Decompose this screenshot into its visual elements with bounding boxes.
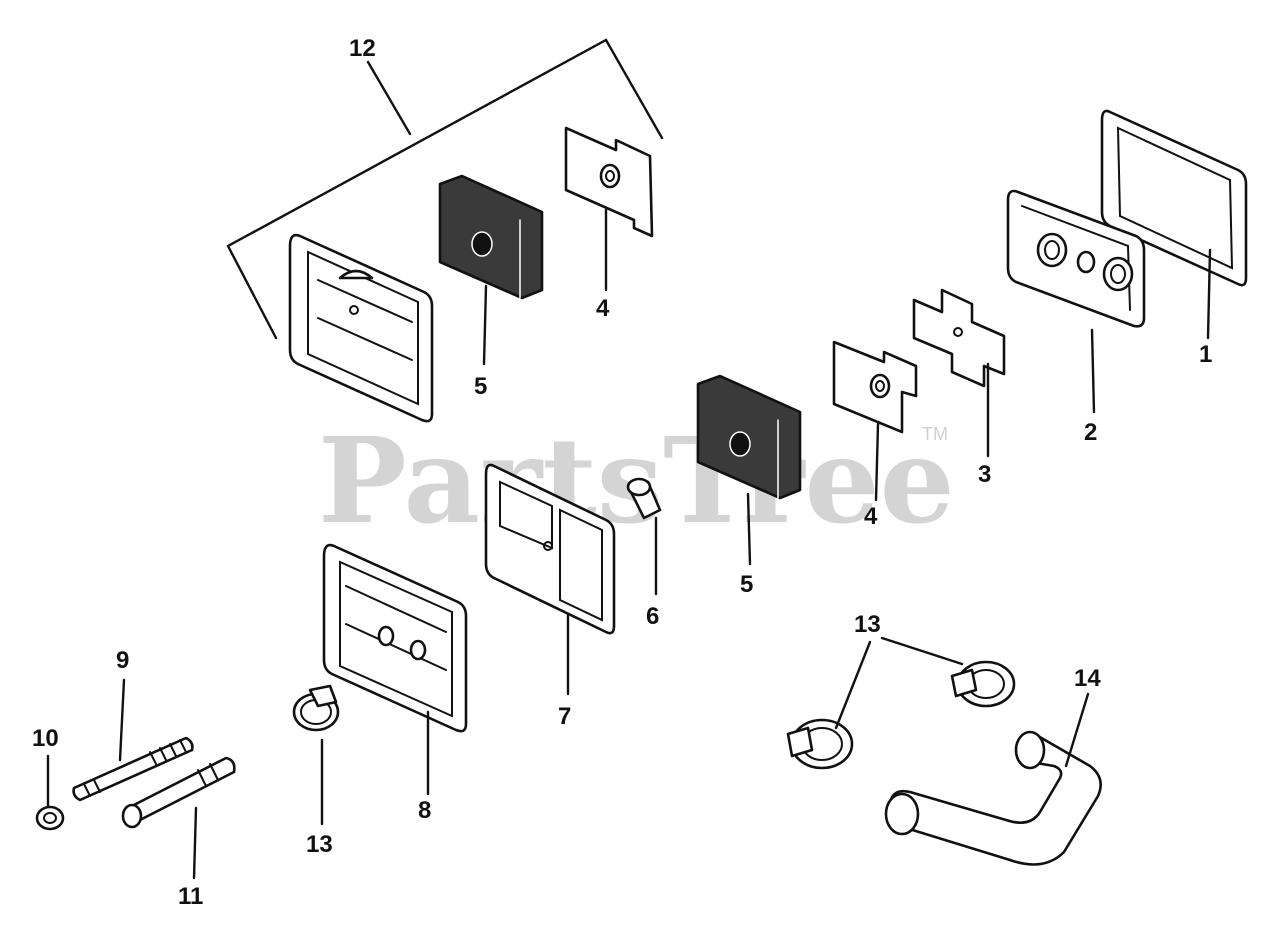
part-7-gasket (484, 463, 616, 635)
part-4-baffle-upper (564, 126, 654, 238)
part-5-foam-upper (438, 174, 544, 300)
part-14-elbow-tube (884, 730, 1102, 866)
part-1-gasket (1100, 109, 1248, 287)
part-9-stud (72, 736, 194, 802)
part-5-foam-lower (696, 374, 802, 500)
callout-4-lower: 4 (864, 503, 878, 530)
leader-12 (366, 60, 412, 136)
part-2-base-plate (1006, 189, 1146, 328)
assembly-12-bracket (226, 38, 664, 340)
part-12-cover (288, 233, 434, 423)
watermark-trademark: TM (922, 424, 948, 444)
callout-5-upper: 5 (474, 373, 487, 400)
callout-9: 9 (116, 647, 129, 674)
callout-4-upper: 4 (596, 295, 610, 322)
part-11-bolt (121, 756, 236, 829)
callout-13-right: 13 (854, 611, 881, 638)
callout-5-lower: 5 (740, 571, 753, 598)
part-13-clamp-left (292, 684, 340, 732)
callout-13-left: 13 (306, 831, 333, 858)
part-4-baffle-lower (832, 340, 918, 434)
part-13-clamp-right (950, 660, 1016, 708)
part-13-clamp-middle (786, 718, 854, 770)
callout-8: 8 (418, 797, 431, 824)
part-8-base (322, 543, 468, 733)
callout-1: 1 (1199, 341, 1212, 368)
callout-2: 2 (1084, 419, 1097, 446)
part-6-spacer (626, 477, 662, 520)
callout-11: 11 (178, 883, 203, 910)
part-10-nut (35, 805, 65, 831)
callout-7: 7 (558, 703, 571, 730)
callout-14: 14 (1074, 665, 1101, 692)
callout-6: 6 (646, 603, 659, 630)
callout-3: 3 (978, 461, 991, 488)
callout-12: 12 (349, 35, 376, 62)
part-3-cross-gasket (912, 288, 1006, 388)
callout-10: 10 (32, 725, 59, 752)
